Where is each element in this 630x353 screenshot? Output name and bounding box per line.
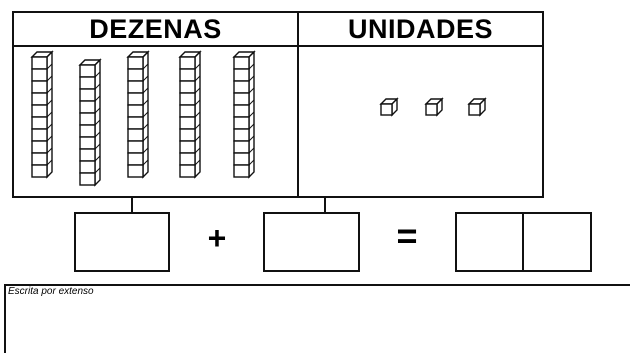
- tens-answer-box[interactable]: [74, 212, 170, 272]
- unit-cube: [424, 97, 444, 117]
- units-header: UNIDADES: [347, 14, 493, 44]
- column-divider: [297, 11, 299, 198]
- written-form-label: Escrita por extenso: [8, 286, 94, 297]
- units-answer-box[interactable]: [263, 212, 360, 272]
- plus-sign: +: [207, 220, 227, 256]
- ten-rod: [126, 50, 150, 179]
- header-divider: [12, 45, 544, 47]
- written-form-box[interactable]: [4, 284, 630, 353]
- unit-cube: [379, 97, 399, 117]
- equals-sign: =: [396, 215, 418, 256]
- tens-header: DEZENAS: [89, 14, 222, 44]
- unit-cubes-area: [379, 97, 487, 117]
- tens-rods-area: [30, 50, 256, 187]
- result-box-divider: [522, 212, 524, 272]
- place-value-table: [12, 11, 544, 198]
- ten-rod: [78, 58, 102, 187]
- tens-connector-line: [131, 198, 133, 214]
- ten-rod: [30, 50, 54, 179]
- unit-cube: [467, 97, 487, 117]
- units-connector-line: [324, 198, 326, 214]
- ten-rod: [232, 50, 256, 179]
- ten-rod: [178, 50, 202, 179]
